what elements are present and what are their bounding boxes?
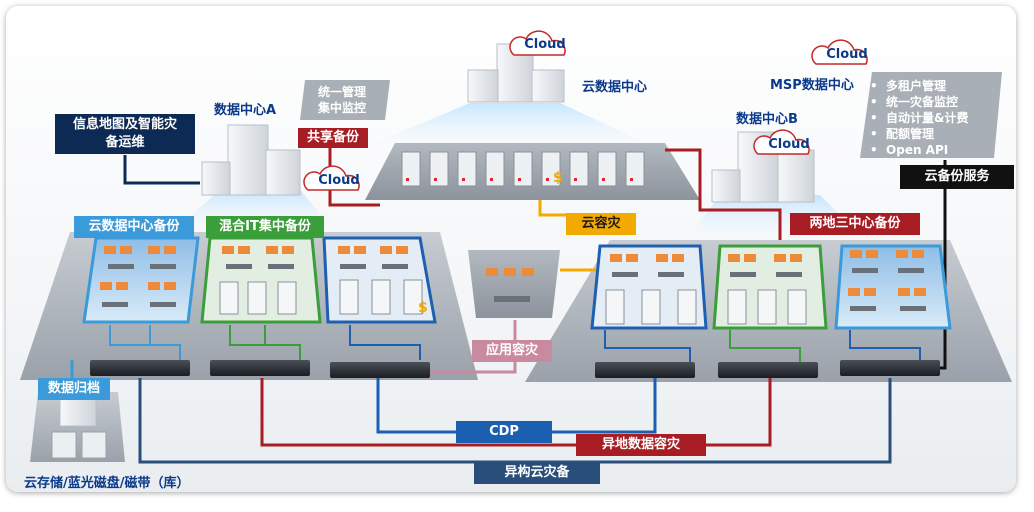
line-center-dcb xyxy=(665,148,782,240)
line-cloud-dr xyxy=(538,200,620,217)
panel-right-lightblue xyxy=(834,244,952,330)
box-hybrid-it xyxy=(206,216,324,238)
msp-feature-list: • 多租户管理 • 统一灾备监控 • 自动计量&计费 • 配额管理 • Open… xyxy=(870,78,969,158)
msp-feature-text: 自动计量&计费 xyxy=(886,111,969,125)
hybrid-it-label: 混合IT集中备份 xyxy=(219,219,311,234)
label-dc-a: 数据中心A xyxy=(214,103,277,118)
box-data-archive xyxy=(38,378,110,400)
building-archive xyxy=(59,397,97,427)
shared-backup-label: 共享备份 xyxy=(306,130,359,145)
panel-cloud-dc-backup xyxy=(82,236,200,324)
mgmt-note-line1: 统一管理 xyxy=(318,85,367,99)
msp-feature-item: • Open API xyxy=(870,143,949,157)
box-cdp xyxy=(456,421,552,443)
label-cloud-dc: 云数据中心 xyxy=(582,80,648,95)
box-two-site xyxy=(790,213,920,235)
line-shared-backup xyxy=(328,140,380,207)
label-msp-dc: MSP数据中心 xyxy=(770,78,854,93)
cdp-label: CDP xyxy=(489,424,519,439)
mgmt-panel xyxy=(300,80,390,120)
msp-feature-item: • 自动计量&计费 xyxy=(870,111,969,125)
center-servers xyxy=(401,151,645,187)
cloud-backup-service-label: 云备份服务 xyxy=(924,169,990,184)
building-dc-a xyxy=(201,124,301,196)
msp-feature-item: • 多租户管理 xyxy=(870,79,947,93)
app-dr-label: 应用容灾 xyxy=(485,343,538,358)
svg-text:$: $ xyxy=(418,300,428,316)
cloud-label: Cloud xyxy=(826,47,868,62)
line-app-dr xyxy=(430,320,517,374)
beam-center xyxy=(370,103,650,145)
app-dr-platform xyxy=(468,250,560,318)
msp-feature-text: 多租户管理 xyxy=(886,79,947,93)
box-hetero xyxy=(474,462,600,484)
hetero-cloud-dr-label: 异构云灾备 xyxy=(504,465,570,480)
info-map-label: 信息地图及智能灾 备运维 xyxy=(55,116,195,152)
info-map-line2: 备运维 xyxy=(105,135,145,150)
msp-feature-text: Open API xyxy=(886,143,949,157)
msp-panel xyxy=(860,72,1002,158)
cloud-shapes xyxy=(303,30,868,191)
storage-appliances xyxy=(90,360,940,378)
msp-feature-text: 统一灾备监控 xyxy=(886,95,959,109)
two-site-label: 两地三中心备份 xyxy=(809,216,901,231)
box-cloud-service xyxy=(900,165,1014,189)
msp-feature-item: • 配额管理 xyxy=(870,127,935,141)
data-archive-label: 数据归档 xyxy=(47,381,100,396)
msp-feature-text: 配额管理 xyxy=(886,127,935,141)
box-info-map xyxy=(55,114,195,154)
cloud-dr-label: 云容灾 xyxy=(581,216,621,231)
remote-dr-label: 异地数据容灾 xyxy=(601,437,680,452)
box-cloud-dr xyxy=(566,213,636,235)
box-app-dr xyxy=(472,340,552,362)
mgmt-note-line2: 集中监控 xyxy=(318,101,367,115)
info-map-line1: 信息地图及智能灾 xyxy=(72,117,177,132)
cloud-dc-backup-label: 云数据中心备份 xyxy=(88,219,180,234)
cloud-label: Cloud xyxy=(524,37,566,52)
svg-text:$: $ xyxy=(553,170,563,186)
label-dc-b: 数据中心B xyxy=(736,112,798,127)
mgmt-note: 统一管理 集中监控 xyxy=(318,84,366,116)
box-cloud-dc-backup xyxy=(74,216,194,238)
cloud-label: Cloud xyxy=(318,173,360,188)
box-remote-dr xyxy=(576,434,706,456)
msp-feature-item: • 统一灾备监控 xyxy=(870,95,959,109)
cloud-label: Cloud xyxy=(768,137,810,152)
line-remote-dr xyxy=(260,378,772,447)
label-cloud-storage: 云存储/蓝光磁盘/磁带（库） xyxy=(24,476,190,491)
line-hetero xyxy=(138,378,892,464)
line-info-map xyxy=(123,155,200,185)
box-shared-backup xyxy=(298,128,368,148)
